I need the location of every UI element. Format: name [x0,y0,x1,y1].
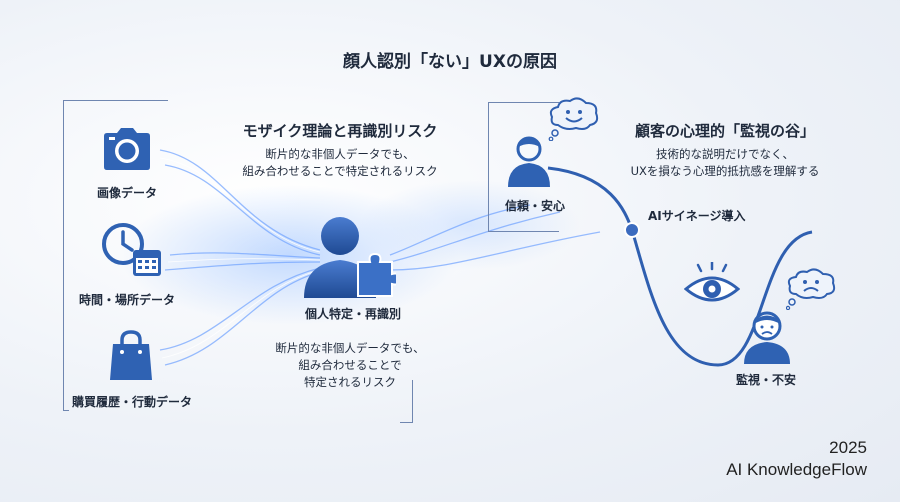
left-bracket [63,100,168,411]
right-sub-line-0: 技術的な説明だけでなく、 [656,147,794,161]
node-sub-line-2: 特定されるリスク [304,375,396,389]
page-title: 顔人認別「ない」UXの原因 [343,52,557,72]
happy-person-icon [508,136,550,187]
right-sub-line-1: UXを損なう心理的抵抗感を理解する [630,164,820,178]
right-heading: 顧客の心理的「監視の谷」 [634,122,815,140]
start-label: 信頼・安心 [505,199,566,213]
left-item-label-2: 購買履歴・行動データ [71,395,192,409]
intro-point [624,222,640,238]
node-sub-line-0: 断片的な非個人データでも、 [275,341,425,355]
end-label: 監視・不安 [736,373,797,387]
clock-calendar-icon [102,223,161,276]
left-item-label-1: 時間・場所データ [78,293,175,307]
footer-year: 2025 [829,438,867,457]
node-sub-line-1: 組み合わせることで [298,358,402,372]
shopping-bag-icon [110,330,152,380]
point-label: AIサイネージ導入 [648,209,746,223]
happy-thought-bubble-icon [548,97,599,141]
footer-brand: AI KnowledgeFlow [726,460,867,479]
camera-icon [104,128,150,170]
left-item-label-0: 画像データ [96,186,157,200]
sad-thought-bubble-icon [786,268,836,310]
right-bracket [488,102,559,232]
middle-bracket [400,380,413,423]
node-label: 個人特定・再識別 [304,307,401,321]
worried-person-icon [744,311,790,364]
left-bracket-bottom [63,100,69,411]
person-puzzle-icon [304,217,396,298]
middle-sub-line-0: 断片的な非個人データでも、 [265,147,415,161]
eye-icon [684,262,740,302]
middle-heading: モザイク理論と再識別リスク [242,122,438,140]
middle-sub-line-1: 組み合わせることで特定されるリスク [242,164,438,178]
